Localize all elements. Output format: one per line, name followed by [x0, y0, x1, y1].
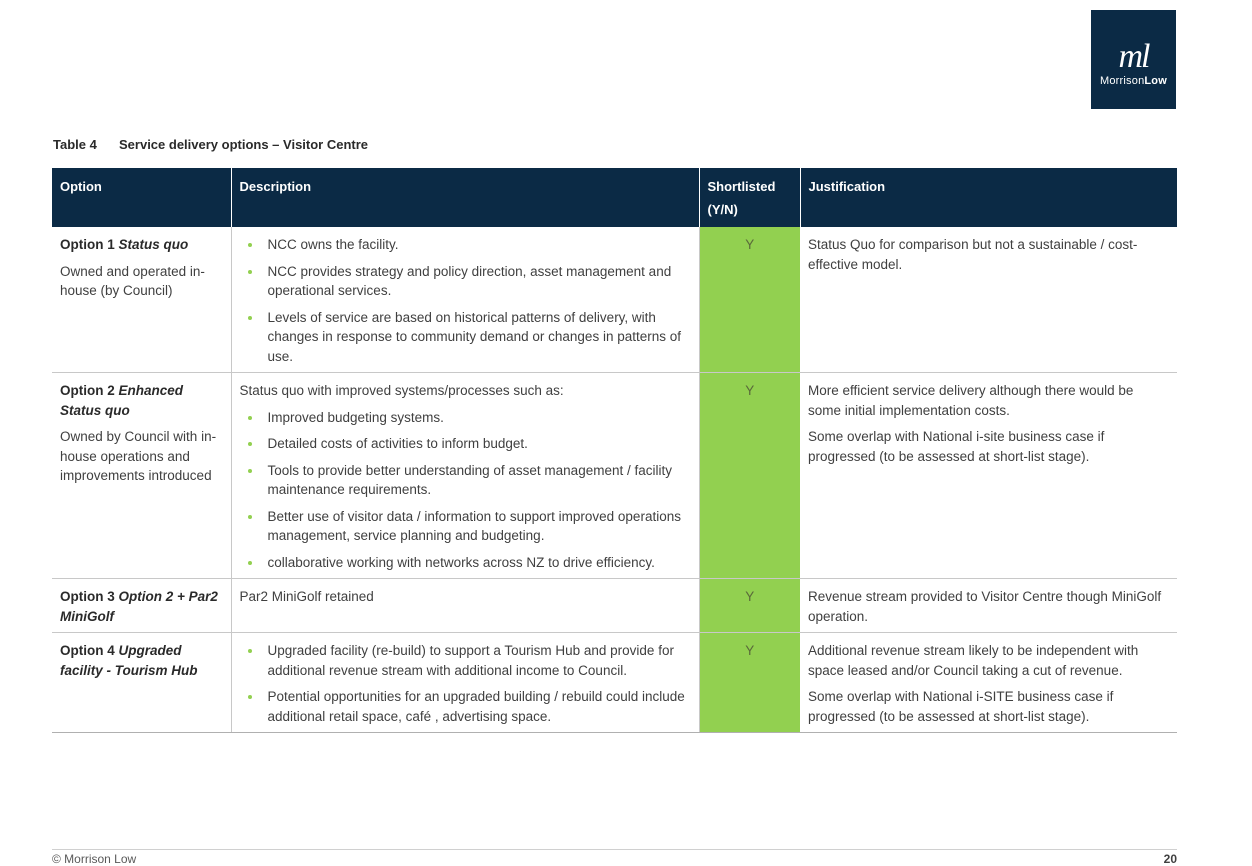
description-list: Upgraded facility (re-build) to support …	[240, 641, 691, 726]
option-subtitle: Owned by Council with in-house operation…	[60, 429, 217, 483]
shortlisted-cell: Y	[699, 372, 800, 579]
justification-cell: Additional revenue stream likely to be i…	[800, 632, 1177, 733]
justification-cell: More efficient service delivery although…	[800, 372, 1177, 579]
list-item: Potential opportunities for an upgraded …	[240, 687, 691, 726]
header-shortlisted: Shortlisted (Y/N)	[698, 168, 800, 227]
list-item: collaborative working with networks acro…	[240, 553, 691, 573]
justification-text: More efficient service delivery although…	[808, 383, 1134, 418]
description-intro: Par2 MiniGolf retained	[239, 589, 374, 604]
description-cell: Upgraded facility (re-build) to support …	[231, 632, 700, 733]
shortlisted-cell: Y	[699, 578, 800, 633]
description-list: Improved budgeting systems. Detailed cos…	[240, 408, 691, 573]
option-cell: Option 2 Enhanced Status quo Owned by Co…	[52, 372, 232, 579]
shortlisted-cell: Y	[699, 227, 800, 373]
table-header-row: Option Description Shortlisted (Y/N) Jus…	[52, 168, 1177, 227]
list-item: Levels of service are based on historica…	[240, 308, 691, 367]
table-row-option-1: Option 1 Status quo Owned and operated i…	[52, 227, 1177, 373]
list-item: Upgraded facility (re-build) to support …	[240, 641, 691, 680]
description-cell: NCC owns the facility. NCC provides stra…	[231, 227, 700, 373]
description-cell: Status quo with improved systems/process…	[231, 372, 700, 579]
list-item: NCC owns the facility.	[240, 235, 691, 255]
table-row-option-3: Option 3 Option 2 + Par2 MiniGolf Par2 M…	[52, 578, 1177, 633]
list-item: Better use of visitor data / information…	[240, 507, 691, 546]
list-item: NCC provides strategy and policy directi…	[240, 262, 691, 301]
header-description: Description	[230, 168, 699, 227]
table-row-option-4: Option 4 Upgraded facility - Tourism Hub…	[52, 632, 1177, 733]
footer-divider	[52, 849, 1177, 850]
justification-cell: Revenue stream provided to Visitor Centr…	[800, 578, 1177, 633]
list-item: Detailed costs of activities to inform b…	[240, 434, 691, 454]
option-title: Option 3 Option 2 + Par2 MiniGolf	[60, 589, 218, 624]
option-title: Option 1 Status quo	[60, 237, 189, 252]
description-cell: Par2 MiniGolf retained	[231, 578, 700, 633]
option-cell: Option 4 Upgraded facility - Tourism Hub	[52, 632, 232, 733]
justification-text: Some overlap with National i-site busine…	[808, 429, 1105, 464]
description-list: NCC owns the facility. NCC provides stra…	[240, 235, 691, 366]
logo-mark: ml	[1118, 38, 1151, 75]
justification-cell: Status Quo for comparison but not a sust…	[800, 227, 1177, 373]
page-number: 20	[1163, 852, 1177, 866]
justification-text: Status Quo for comparison but not a sust…	[808, 237, 1138, 272]
service-delivery-options-table: Option Description Shortlisted (Y/N) Jus…	[52, 168, 1177, 733]
justification-text: Some overlap with National i-SITE busine…	[808, 689, 1114, 724]
header-justification: Justification	[799, 168, 1177, 227]
option-cell: Option 1 Status quo Owned and operated i…	[52, 227, 232, 373]
morrison-low-logo: ml MorrisonLow	[1091, 10, 1176, 109]
option-cell: Option 3 Option 2 + Par2 MiniGolf	[52, 578, 232, 633]
option-subtitle: Owned and operated in-house (by Council)	[60, 263, 205, 299]
option-title: Option 2 Enhanced Status quo	[60, 383, 184, 418]
list-item: Tools to provide better understanding of…	[240, 461, 691, 500]
justification-text: Additional revenue stream likely to be i…	[808, 643, 1139, 678]
logo-wordmark: MorrisonLow	[1100, 75, 1167, 87]
footer-copyright: © Morrison Low	[52, 852, 137, 866]
option-title: Option 4 Upgraded facility - Tourism Hub	[60, 643, 198, 678]
list-item: Improved budgeting systems.	[240, 408, 691, 428]
table-title: Service delivery options – Visitor Centr…	[119, 137, 369, 152]
shortlisted-cell: Y	[699, 632, 800, 733]
table-number: Table 4	[53, 137, 97, 152]
header-option: Option	[52, 168, 231, 227]
table-caption: Table 4 Service delivery options – Visito…	[53, 137, 368, 152]
justification-text: Revenue stream provided to Visitor Centr…	[808, 589, 1162, 624]
description-intro: Status quo with improved systems/process…	[239, 383, 564, 398]
table-row-option-2: Option 2 Enhanced Status quo Owned by Co…	[52, 372, 1177, 579]
